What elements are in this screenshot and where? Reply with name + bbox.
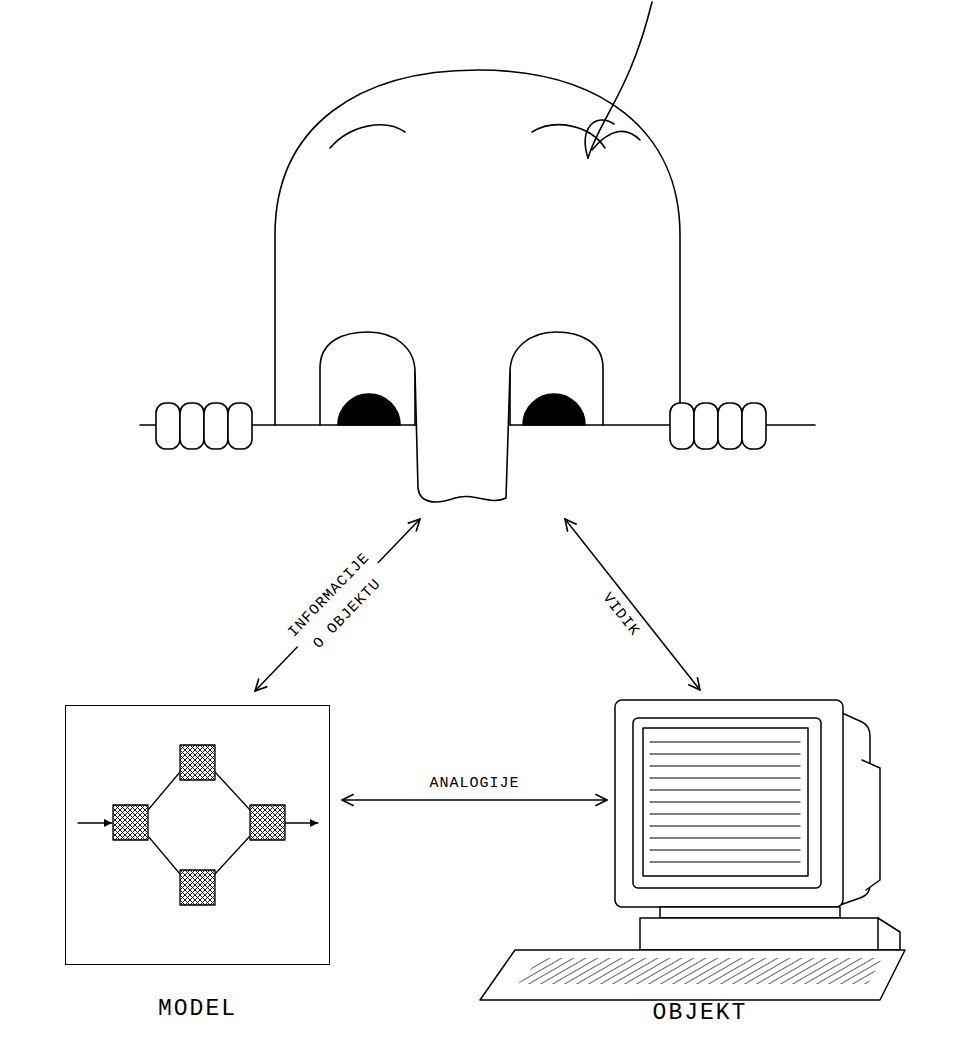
- computer-figure: [480, 700, 905, 1000]
- node-caption: OBJEKT: [653, 1001, 748, 1026]
- edge-label: INFORMACIJE O OBJEKTU: [279, 545, 396, 664]
- edge-label: VIDIK: [592, 584, 648, 645]
- face-node: [140, 0, 815, 505]
- object-computer: OBJEKT: [480, 695, 905, 1000]
- node-caption: MODEL: [158, 997, 237, 1022]
- double-arrow: [342, 799, 607, 801]
- flow-illustration: [78, 745, 318, 905]
- double-arrow: [255, 519, 420, 691]
- edge-label: ANALOGIJE: [425, 771, 523, 797]
- model-box: MODEL: [65, 705, 330, 965]
- double-arrow: [565, 519, 700, 690]
- face-figure: [140, 2, 815, 502]
